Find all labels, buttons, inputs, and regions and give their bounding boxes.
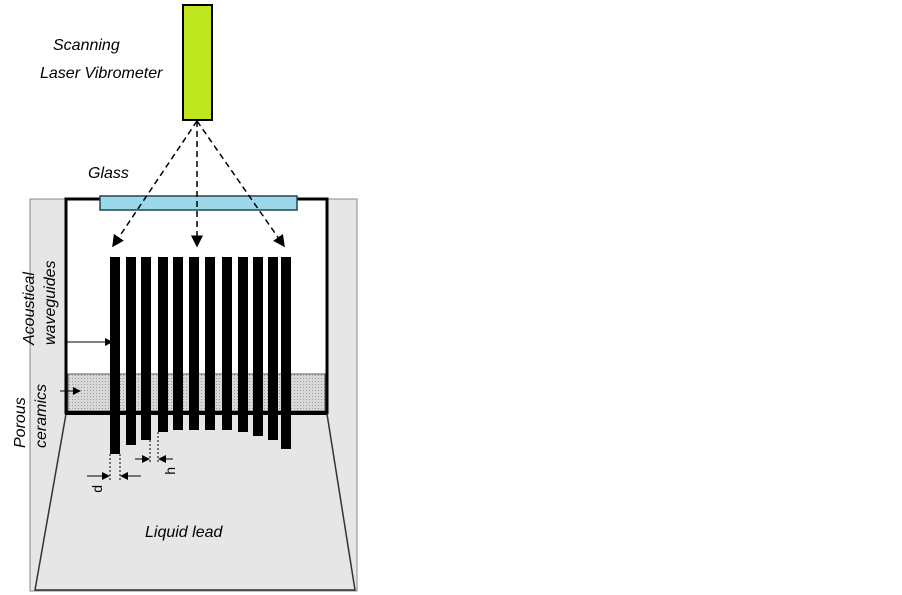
waveguide-rod — [238, 257, 248, 432]
waveguide-rod — [281, 257, 291, 449]
laser-beams — [112, 120, 285, 248]
d-label: d — [89, 485, 105, 493]
laser-label-line2: Laser Vibrometer — [40, 65, 163, 82]
glass-window — [99, 195, 298, 211]
h-dimension — [135, 432, 173, 463]
d-dimension — [87, 454, 141, 482]
laser-vibrometer — [182, 4, 213, 121]
waveguide-rod — [205, 257, 215, 430]
waveguide-rod — [158, 257, 168, 432]
waveguide-rod — [141, 257, 151, 440]
waveguides-label-line1: Acoustical — [21, 272, 38, 346]
waveguide-rod — [126, 257, 136, 445]
ceramics-label-line1: Porous — [12, 397, 29, 448]
liquid-lead-region — [34, 413, 356, 591]
ceramics-label-line2: ceramics — [33, 384, 50, 448]
waveguide-rod — [268, 257, 278, 440]
waveguides-label-line2: waveguides — [42, 261, 59, 346]
waveguide-rod — [189, 257, 199, 430]
waveguide-rod — [222, 257, 232, 430]
liquid-lead-label: Liquid lead — [145, 524, 224, 541]
waveguide-rod — [173, 257, 183, 430]
waveguide-rod — [110, 257, 120, 454]
waveguide-rod — [253, 257, 263, 436]
waveguides — [110, 257, 291, 454]
laser-label-line1: Scanning — [53, 37, 120, 54]
glass-label: Glass — [88, 165, 129, 182]
h-label: h — [162, 467, 178, 475]
